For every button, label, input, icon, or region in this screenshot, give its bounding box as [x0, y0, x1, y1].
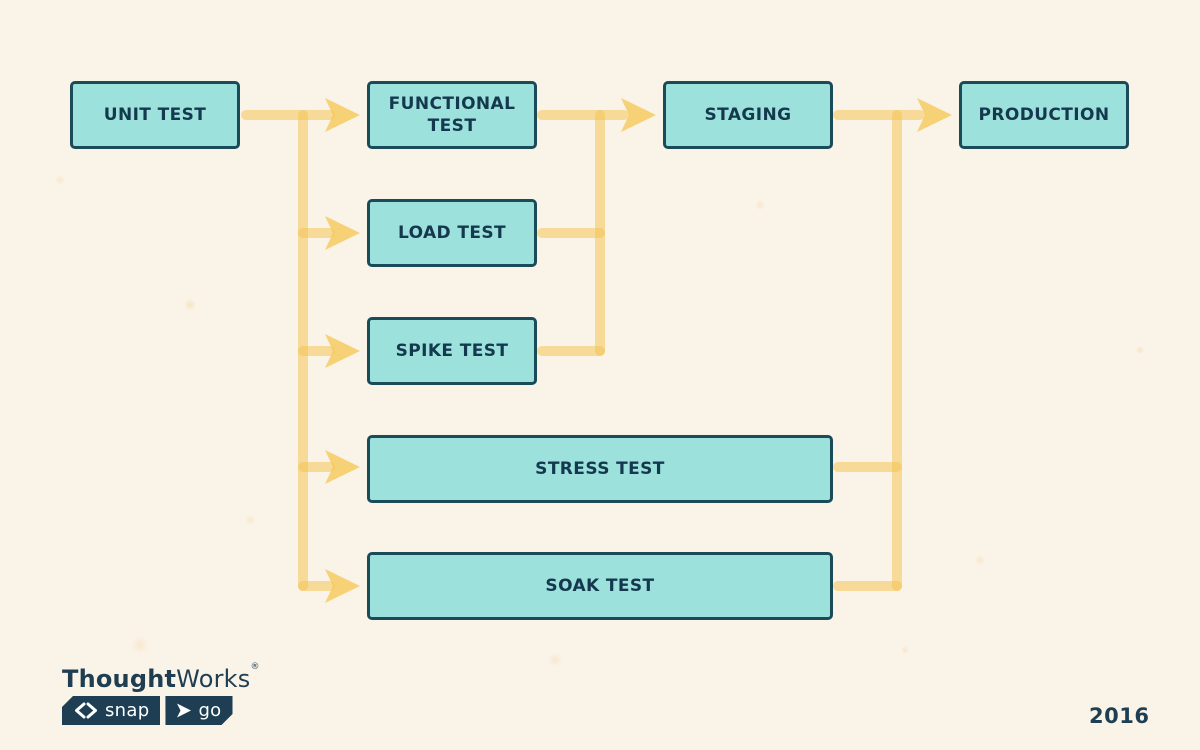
node-production-label: PRODUCTION	[978, 104, 1110, 125]
thoughtworks-logo: ThoughtWorks® snap go	[62, 662, 260, 725]
node-soak-test-label: SOAK TEST	[545, 575, 655, 596]
node-load-test-label: LOAD TEST	[397, 222, 507, 243]
arrowhead-spike	[325, 334, 360, 368]
wordmark-works: Works	[176, 665, 251, 693]
arrowhead-stress	[325, 450, 360, 484]
node-functional-test: FUNCTIONAL TEST	[367, 81, 537, 149]
node-functional-test-label: FUNCTIONAL TEST	[388, 93, 516, 136]
node-staging-label: STAGING	[704, 104, 792, 125]
node-production: PRODUCTION	[959, 81, 1129, 149]
registered-trademark: ®	[250, 662, 260, 672]
snap-badge-label: snap	[105, 700, 150, 721]
node-spike-test-label: SPIKE TEST	[395, 340, 509, 361]
year-label: 2016	[1089, 704, 1150, 728]
go-badge-label: go	[198, 700, 222, 721]
node-unit-test: UNIT TEST	[70, 81, 240, 149]
node-load-test: LOAD TEST	[367, 199, 537, 267]
arrowhead-staging	[621, 98, 656, 132]
snap-badge: snap	[62, 696, 161, 725]
node-stress-test-label: STRESS TEST	[535, 458, 665, 479]
arrowhead-functional	[325, 98, 360, 132]
go-badge: go	[165, 696, 232, 725]
product-badges: snap go	[62, 696, 260, 725]
wordmark-thought: Thought	[62, 665, 177, 693]
node-spike-test: SPIKE TEST	[367, 317, 537, 385]
code-brackets-icon	[75, 702, 97, 719]
play-arrow-icon	[176, 702, 192, 719]
arrowhead-production	[917, 98, 952, 132]
node-soak-test: SOAK TEST	[367, 552, 833, 620]
node-stress-test: STRESS TEST	[367, 435, 833, 503]
arrowhead-load	[325, 216, 360, 250]
thoughtworks-wordmark: ThoughtWorks®	[62, 662, 260, 693]
arrowhead-soak	[325, 569, 360, 603]
node-unit-test-label: UNIT TEST	[103, 104, 207, 125]
node-staging: STAGING	[663, 81, 833, 149]
